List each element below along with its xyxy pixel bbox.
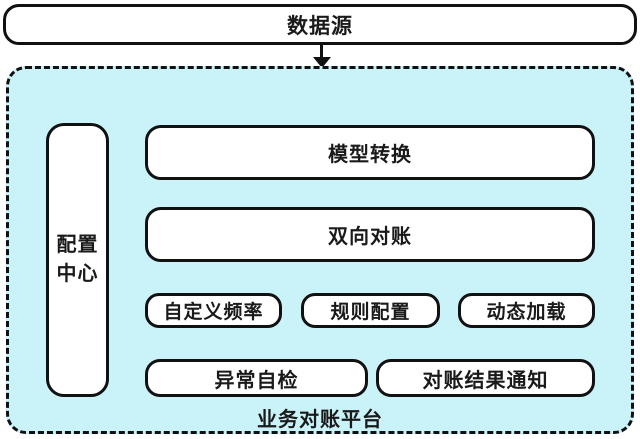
- reconciliation-result-notice-box: 对账结果通知: [376, 359, 595, 397]
- data-source-box: 数据源: [3, 4, 637, 45]
- config-center-label-line2: 中心: [56, 263, 99, 285]
- business-reconciliation-platform-container: 配置 中心 模型转换 双向对账 自定义频率 规则配置 动态加载 异常自检 对账结…: [6, 66, 634, 434]
- flow-arrow-line: [320, 45, 323, 58]
- custom-frequency-box: 自定义频率: [145, 293, 282, 328]
- exception-self-check-box: 异常自检: [145, 359, 368, 397]
- bidirectional-reconciliation-box: 双向对账: [145, 207, 595, 262]
- flow-arrow-down-icon: [313, 57, 331, 68]
- dynamic-loading-box: 动态加载: [458, 293, 595, 328]
- config-center-label-line1: 配置: [56, 234, 99, 256]
- rule-config-box: 规则配置: [301, 293, 440, 328]
- platform-title: 业务对账平台: [257, 409, 383, 431]
- model-conversion-box: 模型转换: [145, 125, 595, 180]
- config-center-box: 配置 中心: [46, 123, 109, 397]
